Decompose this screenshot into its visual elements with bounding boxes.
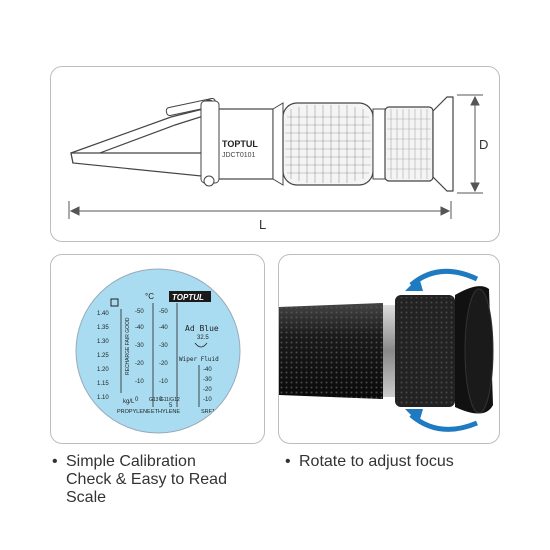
rotate-arrow-bottom	[409, 413, 478, 432]
brand-badge	[169, 291, 211, 302]
temp-left-3: -30	[135, 343, 144, 349]
diameter-dimension	[457, 94, 483, 194]
g-labels: G13 G11/G12	[149, 397, 180, 403]
battery-tick-5: 1.20	[97, 367, 109, 373]
eyecup-rim	[464, 288, 494, 414]
focus-collar	[372, 108, 386, 180]
focus-adjust-drawing	[279, 268, 494, 432]
battery-tick-7: 1.10	[97, 395, 109, 401]
temp-right-7: 5	[169, 403, 173, 409]
focus-ring-pattern	[387, 109, 431, 179]
temp-right-3: -30	[159, 343, 168, 349]
battery-tick-1: 1.40	[97, 311, 109, 317]
body-clip	[200, 100, 220, 184]
temp-left-6: 0	[135, 397, 139, 403]
rotate-arrow-top	[409, 268, 479, 287]
silver-ring	[383, 305, 395, 397]
temp-right-6: 0	[159, 397, 163, 403]
rotate-arrowhead-bottom	[405, 409, 423, 423]
caption-right-text: Rotate to adjust focus	[299, 453, 454, 470]
propylene-label: PROPYLENE	[117, 409, 151, 415]
caption-left-line-2: Check & Easy to Read	[66, 471, 227, 488]
wiper-tick-2: -30	[203, 377, 212, 383]
focus-adjust-panel	[278, 254, 500, 444]
caption-focus: • Rotate to adjust focus	[285, 453, 519, 471]
battery-tick-3: 1.30	[97, 339, 109, 345]
eyecup	[432, 96, 454, 192]
focus-ring-knurl	[397, 297, 453, 405]
wiper-tick-3: -20	[203, 387, 212, 393]
brand-text: TOPTUL	[222, 139, 258, 149]
temp-left-4: -20	[135, 361, 144, 367]
battery-tick-2: 1.35	[97, 325, 109, 331]
wiper-tick-1: -40	[203, 367, 212, 373]
battery-scale: 1.40 1.35 1.30 1.25 1.20 1.15 1.10	[97, 298, 122, 401]
temp-right-1: -50	[159, 309, 168, 315]
scale-brand: TOPTUL	[172, 293, 204, 302]
temp-left-5: -10	[135, 379, 144, 385]
battery-tick-4: 1.25	[97, 353, 109, 359]
caption-left-line-1: Simple Calibration	[66, 453, 196, 470]
temp-left-1: -50	[135, 309, 144, 315]
kg-label: kg/L	[123, 399, 135, 405]
length-dimension	[68, 201, 452, 219]
battery-tick-6: 1.15	[97, 381, 109, 387]
wiper-tick-4: -10	[203, 397, 212, 403]
bullet-left: •	[52, 453, 58, 470]
scale-view-panel: TOPTUL °C 1.40 1.35 1.30 1.25 1.20 1.15 …	[50, 254, 265, 444]
celsius-label: °C	[145, 292, 154, 301]
wiper-label: Wiper Fluid	[179, 356, 219, 363]
caption-calibration: • Simple Calibration Check & Easy to Rea…	[52, 453, 266, 507]
grip-knurl	[279, 303, 383, 399]
body-front	[210, 108, 274, 180]
prism-base	[70, 152, 212, 178]
body-taper	[272, 102, 284, 186]
refractometer-drawing: TOPTUL JDCT0101	[68, 94, 483, 219]
temp-right-4: -20	[159, 361, 168, 367]
model-text: JDCT0101	[222, 152, 256, 159]
bullet-right: •	[285, 453, 291, 470]
refractometer-side-panel: TOPTUL JDCT0101	[50, 66, 500, 242]
temp-right-2: -40	[159, 325, 168, 331]
ad-blue-label: Ad Blue	[185, 324, 219, 333]
scale-view-drawing: TOPTUL °C 1.40 1.35 1.30 1.25 1.20 1.15 …	[75, 268, 241, 434]
battery-label: RECHARGE FAIR GOOD	[125, 317, 131, 375]
caption-left-line-3: Scale	[66, 489, 107, 506]
temp-left-2: -40	[135, 325, 144, 331]
srf-label: SRF1	[201, 409, 215, 415]
temp-right-5: -10	[159, 379, 168, 385]
ad-blue-value: 32.5	[197, 335, 209, 341]
grip-pattern	[285, 105, 371, 183]
ad-blue-marker	[194, 342, 208, 348]
ethylene-label: ETHYLENE	[151, 409, 180, 415]
diameter-label: D	[479, 137, 489, 152]
clip-screw	[203, 175, 215, 187]
temp-scale	[152, 303, 178, 407]
length-label: L	[259, 217, 267, 232]
rotate-arrowhead-top	[405, 277, 423, 291]
